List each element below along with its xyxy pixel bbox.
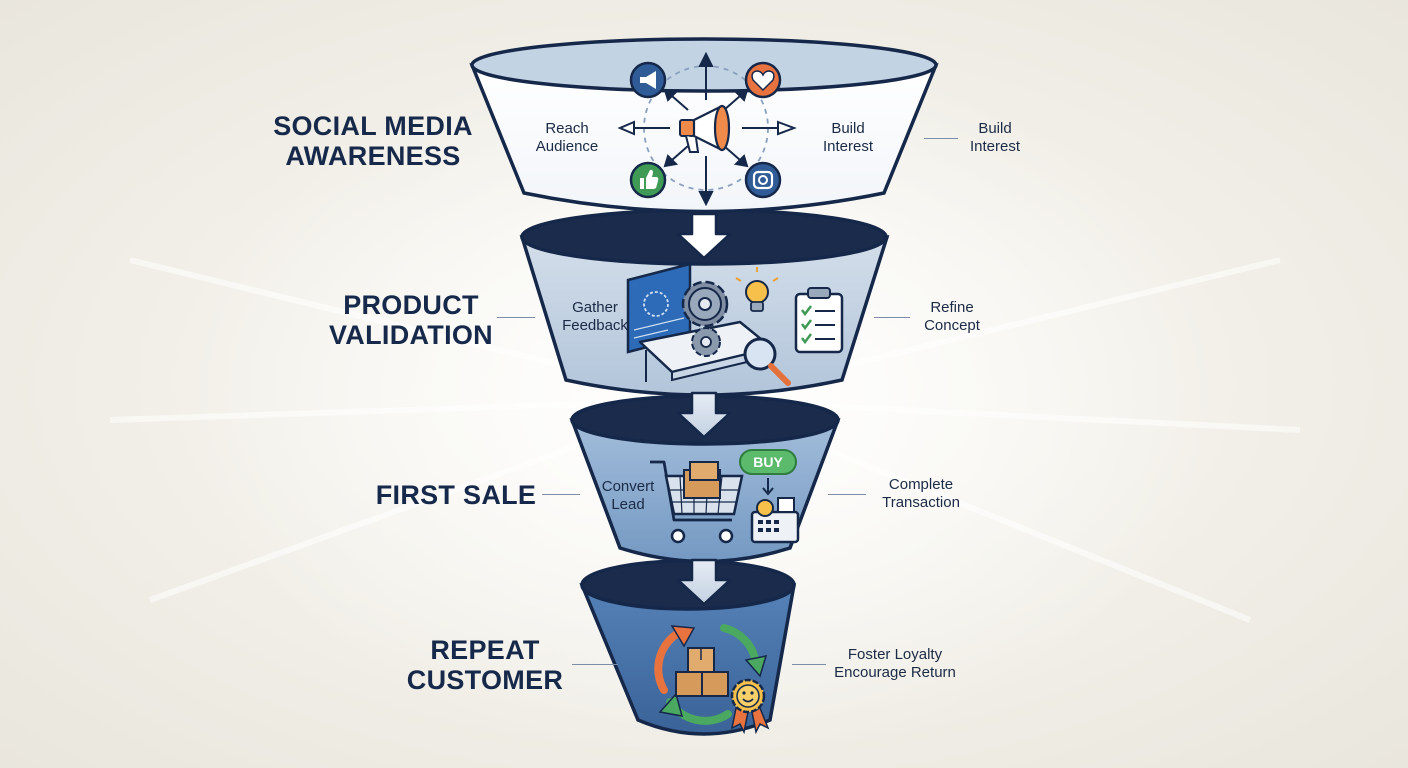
boxes-icon — [675, 647, 729, 697]
cash-register-icon — [750, 497, 800, 544]
stage-title-line: FIRST SALE — [375, 480, 537, 510]
label-build-interest-inner: Build Interest — [804, 120, 892, 156]
camera-icon — [744, 161, 782, 199]
leader-line-stage1-right — [924, 138, 958, 139]
flow-arrow-2 — [676, 391, 732, 439]
buy-label: BUY — [753, 454, 783, 470]
leader-line-stage3-left — [542, 494, 580, 495]
award-medal-icon — [730, 678, 770, 735]
stage-title-line: SOCIAL MEDIA — [273, 111, 473, 141]
label-line: Transaction — [882, 494, 960, 511]
background-rays — [109, 257, 1301, 623]
label-gather-feedback: Gather Feedback — [550, 299, 640, 335]
label-line: Lead — [611, 496, 645, 513]
label-line: Build — [831, 120, 865, 137]
label-line: Interest — [969, 138, 1021, 155]
label-line: Foster Loyalty — [847, 646, 943, 663]
leader-line-stage4-right — [792, 664, 826, 665]
label-foster-loyalty: Foster Loyalty Encourage Return — [822, 646, 968, 682]
shopping-cart-icon — [650, 460, 744, 544]
cycle-arrows-icon — [654, 624, 768, 725]
label-complete-transaction: Complete Transaction — [866, 476, 976, 512]
buy-button-graphic: BUY — [739, 449, 797, 496]
label-line: Refine — [930, 299, 974, 316]
label-line: Encourage Return — [834, 664, 956, 681]
label-line: Concept — [924, 317, 980, 334]
clipboard-checklist-icon — [794, 287, 844, 354]
label-convert-lead: Convert Lead — [588, 478, 668, 514]
leader-line-stage4-left — [572, 664, 618, 665]
stage-title-repeat-customer: REPEAT CUSTOMER — [400, 635, 570, 695]
label-line: Audience — [535, 138, 599, 155]
stage-title-line: PRODUCT — [343, 290, 479, 320]
gear-icon — [681, 280, 729, 357]
label-refine-concept: Refine Concept — [912, 299, 992, 335]
megaphone-icon — [679, 104, 731, 153]
flow-arrow-3 — [676, 558, 732, 606]
megaphone-small-icon — [629, 61, 667, 99]
lightbulb-icon — [735, 267, 779, 312]
heart-icon — [744, 61, 782, 99]
label-line: Convert — [601, 478, 655, 495]
stage-title-line: AWARENESS — [285, 141, 461, 171]
label-line: Reach — [545, 120, 589, 137]
label-line: Interest — [822, 138, 874, 155]
magnifier-icon — [743, 337, 791, 386]
stage-title-line: CUSTOMER — [406, 665, 564, 695]
stage-title-line: REPEAT — [430, 635, 540, 665]
label-reach-audience: Reach Audience — [522, 120, 612, 156]
stage-title-product-validation: PRODUCT VALIDATION — [318, 290, 504, 350]
stage-title-first-sale: FIRST SALE — [370, 480, 542, 510]
label-line: Gather — [572, 299, 618, 316]
thumbs-up-icon — [629, 161, 667, 199]
leader-line-stage3-right — [828, 494, 866, 495]
label-line: Feedback — [562, 317, 628, 334]
label-build-interest-outer: Build Interest — [954, 120, 1036, 156]
leader-line-stage2-left — [497, 317, 535, 318]
label-line: Complete — [888, 476, 954, 493]
label-line: Build — [978, 120, 1012, 137]
stage-title-social-media-awareness: SOCIAL MEDIA AWARENESS — [262, 111, 484, 171]
stage-title-line: VALIDATION — [329, 320, 493, 350]
leader-line-stage2-right — [874, 317, 910, 318]
awareness-hub — [617, 51, 797, 207]
flow-arrow-1 — [676, 212, 732, 260]
